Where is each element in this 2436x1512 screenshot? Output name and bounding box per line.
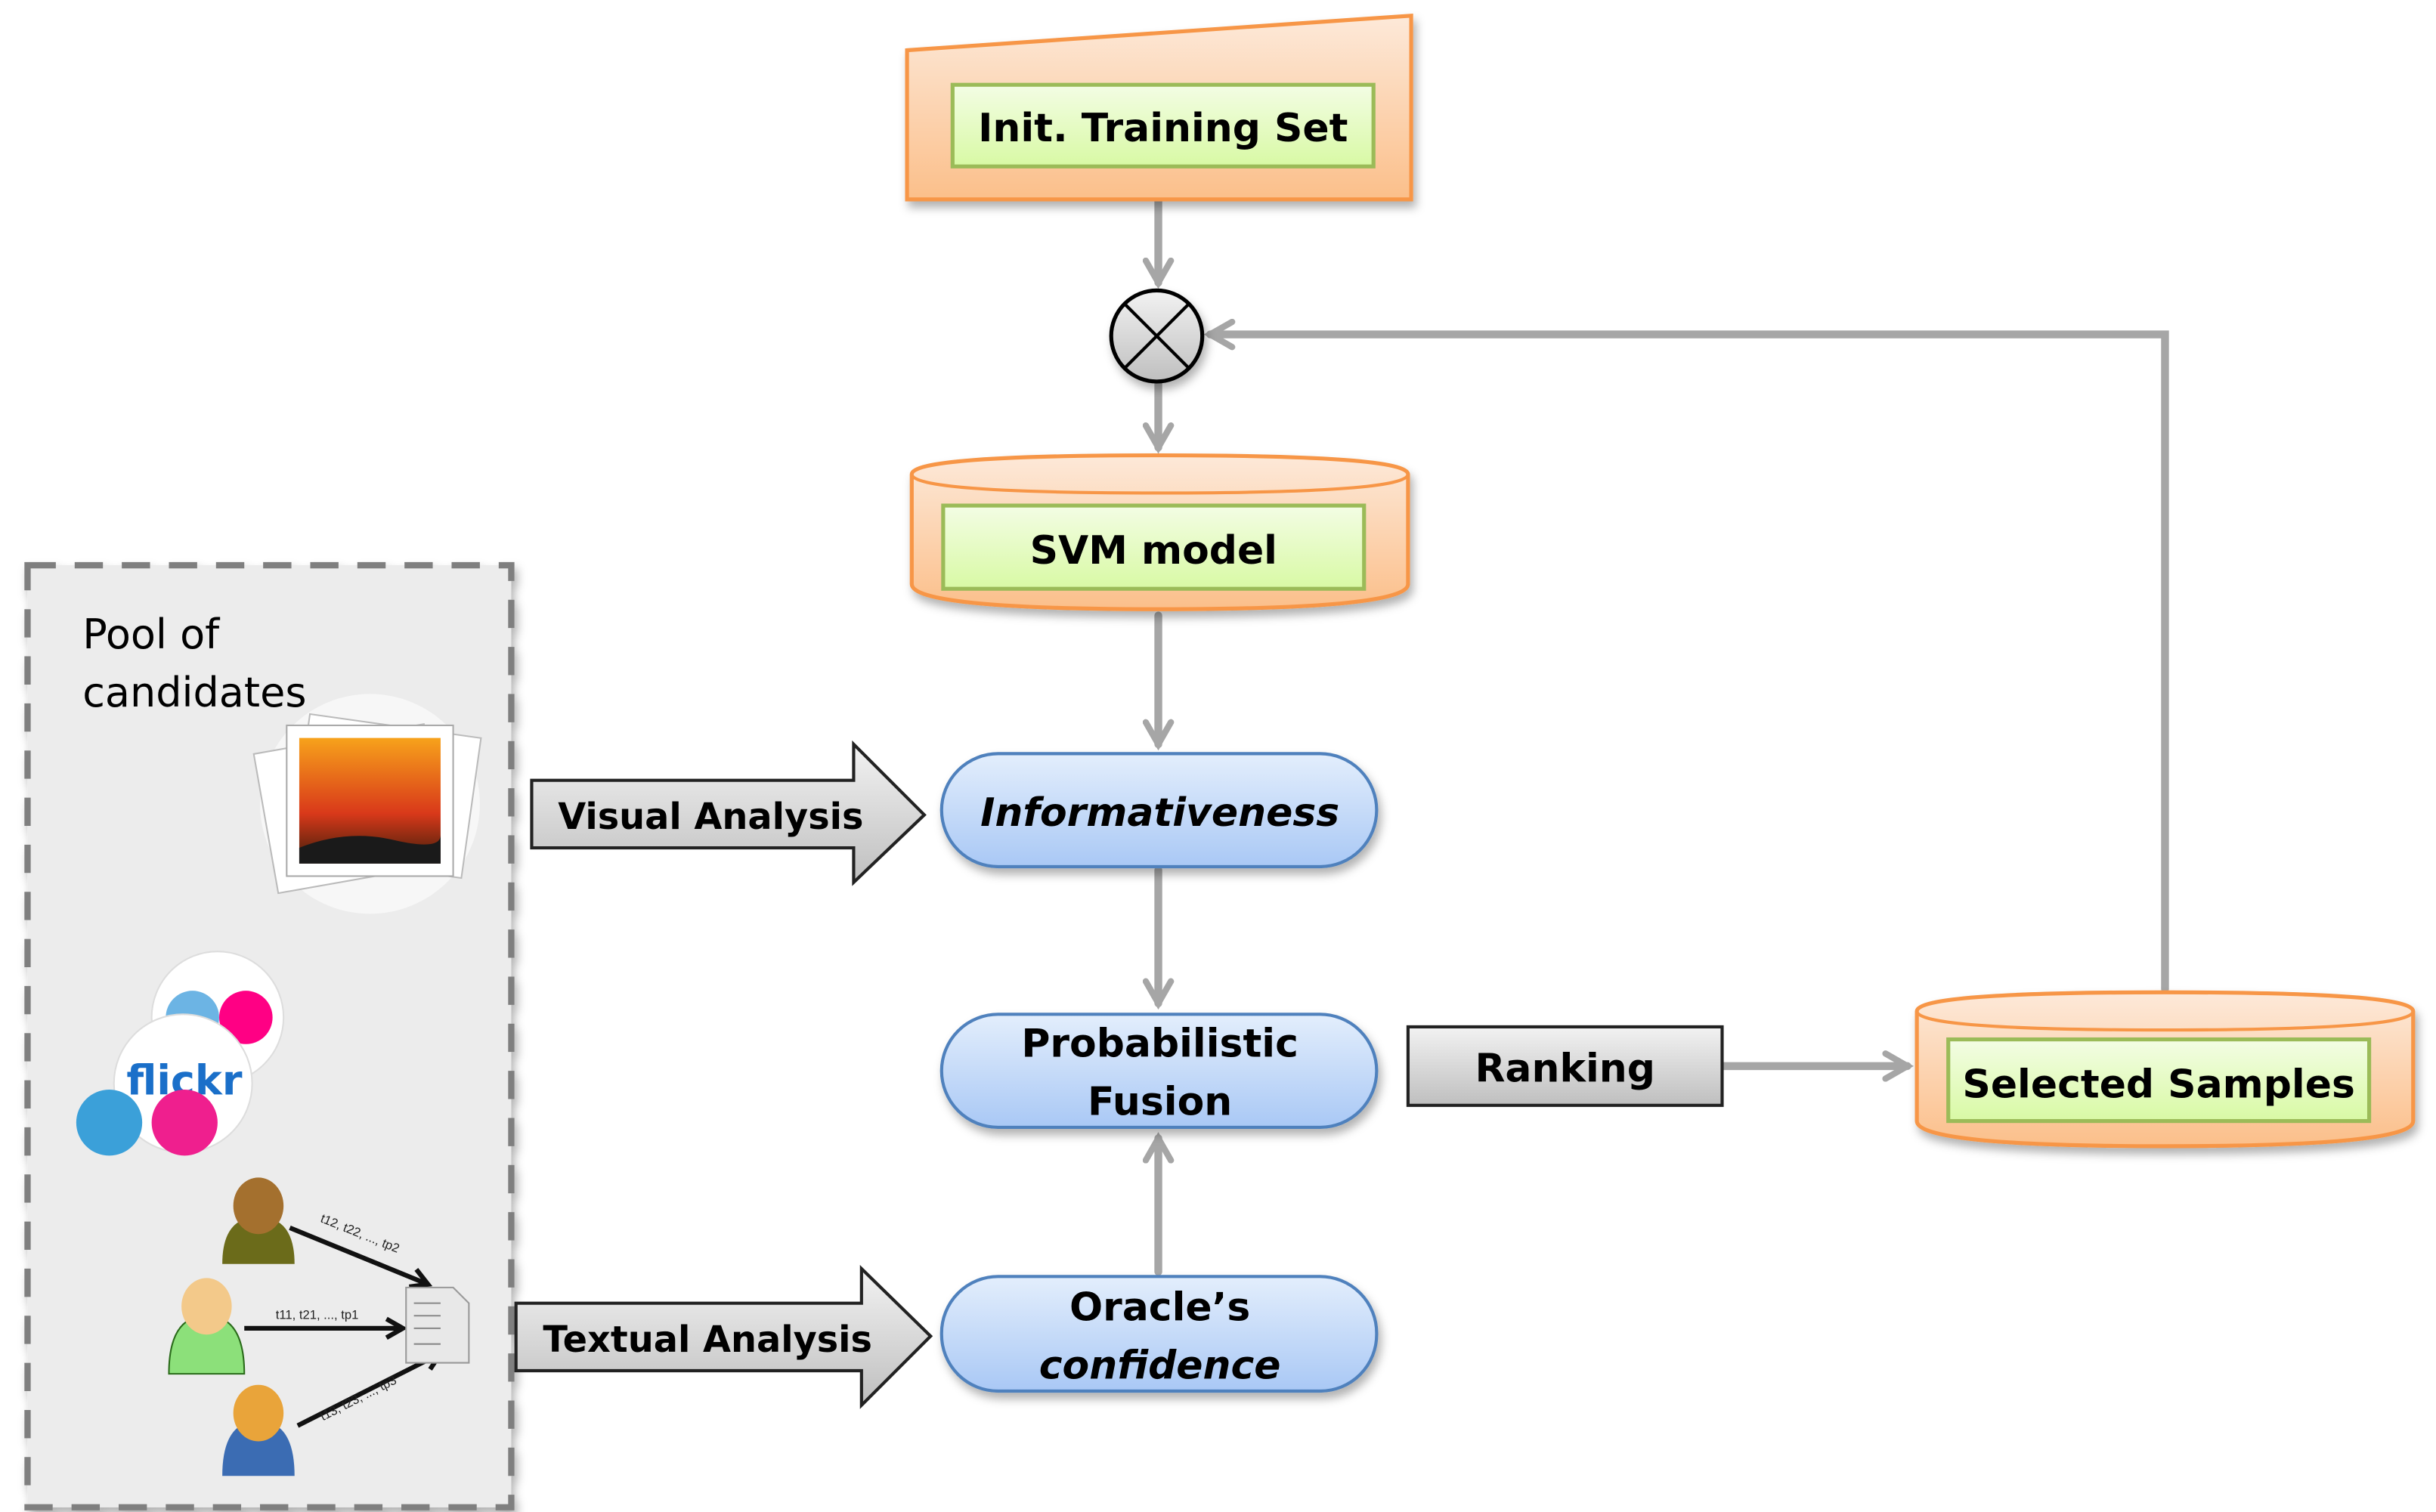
document-icon <box>405 1286 470 1364</box>
oracle-confidence-node <box>939 1275 1379 1393</box>
init-training-set-label: Init. Training Set <box>978 106 1348 151</box>
svm-model-label: SVM model <box>1030 528 1277 574</box>
init-training-set-node <box>905 13 1413 202</box>
oracle-confidence-label-line2: confidence <box>1039 1343 1281 1388</box>
user-icon <box>222 1177 295 1264</box>
ranking-node <box>1406 1025 1724 1107</box>
ranking-label: Ranking <box>1475 1047 1655 1092</box>
probabilistic-fusion-label-line2: Fusion <box>1088 1079 1232 1124</box>
user-icon <box>168 1278 246 1375</box>
feedback-arrow <box>1203 318 2169 994</box>
svm-model-node <box>909 453 1410 611</box>
user-icon <box>222 1384 295 1476</box>
probabilistic-fusion-label-line1: Probabilistic <box>1021 1021 1298 1066</box>
informativeness-node <box>939 752 1379 869</box>
oracle-confidence-label-line1: Oracle’s <box>1069 1285 1250 1330</box>
photo-stack-icon <box>252 694 482 914</box>
flickr-logo-icon: flickr <box>76 951 285 1156</box>
pool-title-line1: Pool of <box>82 611 221 658</box>
probabilistic-fusion-node <box>939 1013 1379 1129</box>
tag-sequence: t11, t21, ..., tp1 <box>276 1307 359 1322</box>
pool-title-line2: candidates <box>82 669 306 716</box>
informativeness-label: Informativeness <box>980 790 1339 836</box>
visual-analysis-label: Visual Analysis <box>558 796 863 838</box>
connectors <box>1142 196 2169 1276</box>
pool-of-candidates: Pool of candidates flickr <box>24 561 515 1510</box>
textual-analysis-label: Textual Analysis <box>543 1319 872 1361</box>
selected-samples-node <box>1914 990 2416 1149</box>
visual-analysis-arrow <box>530 740 927 886</box>
selected-samples-label: Selected Samples <box>1962 1062 2354 1107</box>
textual-analysis-arrow <box>514 1264 933 1409</box>
combiner-circle-x-icon <box>1109 288 1205 384</box>
